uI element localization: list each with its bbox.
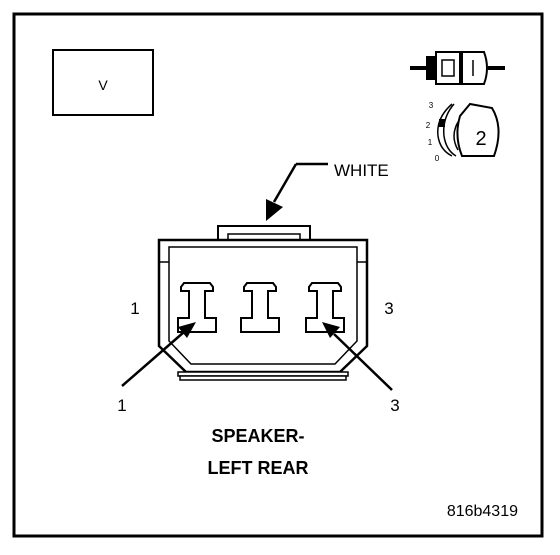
connector-view-icon: 3 2 1 0 2 xyxy=(426,101,500,163)
caption-line-2: LEFT REAR xyxy=(208,458,309,478)
view-box-label: V xyxy=(98,77,108,93)
icon-badge: 2 xyxy=(475,128,486,150)
callout-label-pin-1: 1 xyxy=(117,396,126,415)
connector-color-label: WHITE xyxy=(334,161,389,180)
level-tick-3: 3 xyxy=(429,101,434,110)
level-tick-1: 1 xyxy=(428,138,433,147)
callout-label-pin-3: 3 xyxy=(390,396,399,415)
pin-label-left: 1 xyxy=(130,299,139,318)
terminal-pin-1 xyxy=(177,282,217,333)
level-tick-2: 2 xyxy=(426,121,431,130)
callout-arrow-pin-3 xyxy=(322,322,393,391)
terminal-pin-2 xyxy=(240,282,280,333)
color-leader xyxy=(266,162,328,221)
outer-frame xyxy=(12,12,544,538)
terminal-pin-3 xyxy=(305,282,345,333)
callout-arrow-pin-1 xyxy=(121,322,196,387)
connector-side-icon xyxy=(410,51,505,85)
figure-code: 816b4319 xyxy=(447,503,518,520)
caption-line-1: SPEAKER- xyxy=(211,426,304,446)
level-tick-0: 0 xyxy=(435,154,440,163)
pin-label-right: 3 xyxy=(384,299,393,318)
view-box xyxy=(52,49,154,116)
